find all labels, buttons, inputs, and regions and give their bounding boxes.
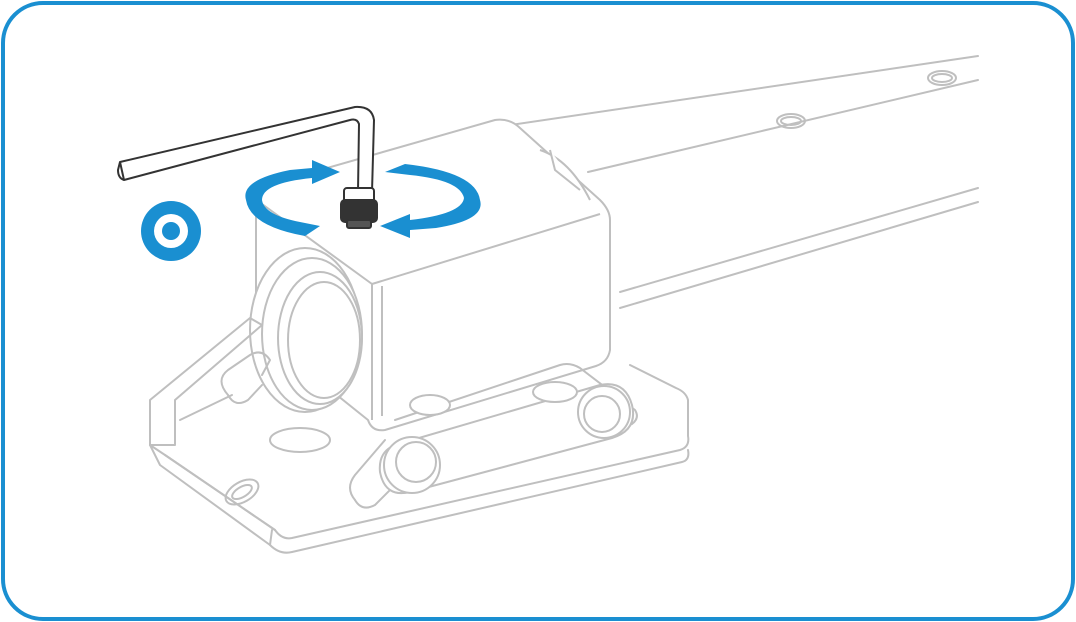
adjustment-knob-cap: [583, 395, 621, 433]
rail-hole: [927, 70, 957, 86]
rail: [489, 55, 979, 309]
rail-hole: [776, 113, 806, 129]
adjustment-knob-cap: [395, 441, 437, 483]
set-screw-icon: [340, 187, 378, 229]
lens: [249, 247, 363, 413]
hex-key-icon: [117, 105, 375, 193]
rail-hole: [931, 73, 953, 83]
circle-step-marker: [141, 201, 201, 261]
adjustment-arm: [378, 381, 634, 494]
rotate-arrows-icon: [245, 160, 481, 238]
rail-hole: [780, 116, 802, 126]
